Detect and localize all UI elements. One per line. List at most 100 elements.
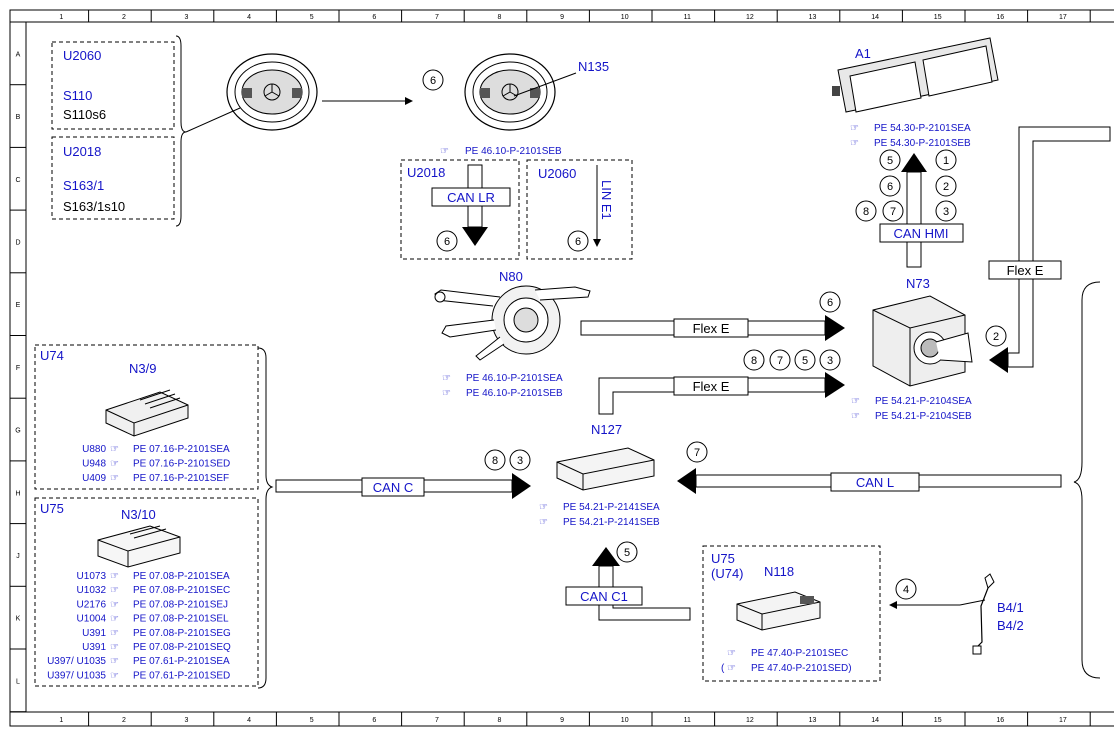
svg-text:☞: ☞ [851, 396, 860, 407]
u75-label: U75 [40, 501, 64, 516]
variant-code: U409 [82, 473, 106, 484]
svg-text:PE 54.30-P-2101SEA: PE 54.30-P-2101SEA [874, 123, 971, 134]
column-label: 1 [59, 14, 63, 21]
svg-text:3: 3 [943, 206, 949, 218]
n118-label: N118 [764, 564, 794, 579]
column-label: 4 [247, 14, 251, 21]
row-label: G [15, 428, 20, 435]
n80-label: N80 [499, 269, 523, 284]
n3-9-label: N3/9 [129, 361, 156, 376]
svg-text:PE 47.40-P-2101SEC: PE 47.40-P-2101SEC [751, 648, 848, 659]
row-label: F [16, 365, 20, 372]
reference-hand-icon: ☞ [110, 585, 119, 596]
svg-text:☞: ☞ [851, 411, 860, 422]
n73-refs: ☞ PE 54.21-P-2104SEA ☞ PE 54.21-P-2104SE… [851, 396, 972, 422]
callout-circle: 8 [484, 449, 506, 471]
svg-text:3: 3 [517, 455, 523, 467]
u75-group: U75 N3/10 U1073☞PE 07.08-P-2101SEAU1032☞… [34, 497, 259, 687]
can-c1-label: CAN C1 [580, 589, 628, 604]
u74-group: U74 N3/9 U880☞PE 07.16-P-2101SEAU948☞PE … [34, 344, 259, 490]
n3-10-ecu-icon [97, 525, 181, 568]
reference-hand-icon: ☞ [110, 473, 119, 484]
row-label: A [16, 51, 21, 58]
row-label: E [16, 302, 21, 309]
callout-circle: 3 [509, 449, 531, 471]
b4-1-label: B4/1 [997, 600, 1024, 615]
column-label: 17 [1059, 717, 1067, 724]
row-label: B [16, 114, 21, 121]
u2018-box-label: U2018 [407, 165, 445, 180]
s110s6-label: S110s6 [63, 107, 106, 122]
svg-text:(: ( [721, 663, 725, 674]
callout-circle: 7 [882, 200, 904, 222]
reference-hand-icon: ☞ [110, 571, 119, 582]
column-label: 15 [934, 717, 942, 724]
variant-code: U1004 [77, 614, 107, 625]
can-hmi-label: CAN HMI [894, 226, 949, 241]
n80-refs: ☞ PE 46.10-P-2101SEA ☞ PE 46.10-P-2101SE… [442, 373, 563, 399]
a1-display-icon [832, 37, 999, 113]
callout-circle: 7 [686, 441, 708, 463]
svg-text:1: 1 [943, 155, 949, 167]
can-c-label: CAN C [373, 480, 413, 495]
u74-paren-label: (U74) [711, 566, 744, 581]
can-c1-bus: CAN C1 [565, 547, 691, 621]
reference-text: PE 07.08-P-2101SEQ [133, 642, 231, 653]
u2060-group: U2060 S110 S110s6 [51, 41, 175, 130]
n135-leader [513, 72, 577, 97]
n73-ignition-lock-icon [872, 295, 973, 387]
variant-code: U880 [82, 444, 106, 455]
svg-text:PE 54.30-P-2101SEB: PE 54.30-P-2101SEB [874, 138, 971, 149]
svg-text:6: 6 [430, 75, 436, 87]
svg-text:☞: ☞ [850, 123, 859, 134]
column-label: 3 [185, 717, 189, 724]
column-label: 7 [435, 717, 439, 724]
callout-circle: 3 [819, 349, 841, 371]
svg-text:6: 6 [444, 236, 450, 248]
u74-label: U74 [40, 348, 64, 363]
reference-text: PE 07.61-P-2101SED [133, 670, 230, 681]
u2018-can-lr-box: U2018 CAN LR [400, 159, 520, 260]
svg-text:☞: ☞ [442, 373, 451, 384]
n127-label: N127 [591, 422, 622, 437]
svg-text:PE 54.21-P-2141SEA: PE 54.21-P-2141SEA [563, 502, 660, 513]
a1-label: A1 [855, 46, 871, 61]
reference-text: PE 07.16-P-2101SEA [133, 444, 230, 455]
callout-circle: 6 [819, 291, 841, 313]
svg-text:7: 7 [890, 206, 896, 218]
column-label: 16 [996, 717, 1004, 724]
callout-circle: 3 [935, 200, 957, 222]
n135-label: N135 [578, 59, 609, 74]
right-brace [1073, 281, 1101, 679]
callout-circle: 4 [895, 578, 917, 600]
left-brace [257, 347, 274, 689]
callout-circle: 5 [794, 349, 816, 371]
callout-circle: 8 [743, 349, 765, 371]
row-label: H [15, 490, 20, 497]
column-label: 13 [809, 717, 817, 724]
reference-hand-icon: ☞ [110, 459, 119, 470]
column-label: 10 [621, 14, 629, 21]
reference-text: PE 07.08-P-2101SEL [133, 614, 229, 625]
reference-text: PE 07.08-P-2101SEC [133, 585, 230, 596]
reference-hand-icon: ☞ [110, 670, 119, 681]
u2060-box-label: U2060 [538, 166, 576, 181]
column-label: 5 [310, 717, 314, 724]
svg-text:2: 2 [943, 181, 949, 193]
u2018-label: U2018 [63, 144, 101, 159]
u2060-label: U2060 [63, 48, 101, 63]
b4-2-label: B4/2 [997, 618, 1024, 633]
u2060-lin-box: U2060 LIN E1 [526, 159, 633, 260]
column-label: 12 [746, 14, 754, 21]
reference-text: PE 07.08-P-2101SEJ [133, 599, 228, 610]
can-l-bus: CAN L [677, 468, 1062, 494]
reference-text: PE 07.08-P-2101SEG [133, 628, 231, 639]
row-label: L [16, 678, 20, 685]
column-label: 17 [1059, 14, 1067, 21]
variant-code: U397/ U1035 [47, 656, 106, 667]
column-label: 14 [871, 14, 879, 21]
reference-text: PE 07.16-P-2101SED [133, 459, 230, 470]
leader-line [185, 107, 241, 133]
callout-circle: 5 [879, 149, 901, 171]
